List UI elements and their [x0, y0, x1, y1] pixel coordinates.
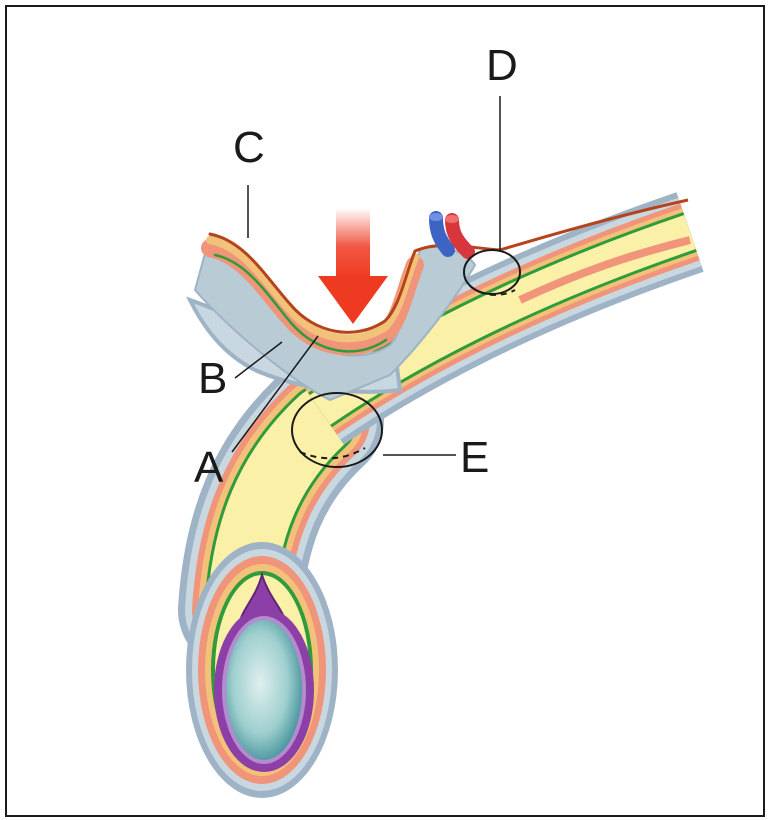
testis-sac: [186, 542, 338, 798]
label-c: C: [233, 123, 265, 172]
arrow-shaft: [336, 208, 370, 278]
vein-end: [429, 213, 443, 221]
label-b: B: [198, 354, 227, 403]
label-d: D: [486, 41, 518, 90]
testis-body: [226, 620, 302, 760]
label-a: A: [194, 443, 224, 492]
artery-end: [445, 215, 459, 223]
label-e: E: [460, 433, 489, 482]
